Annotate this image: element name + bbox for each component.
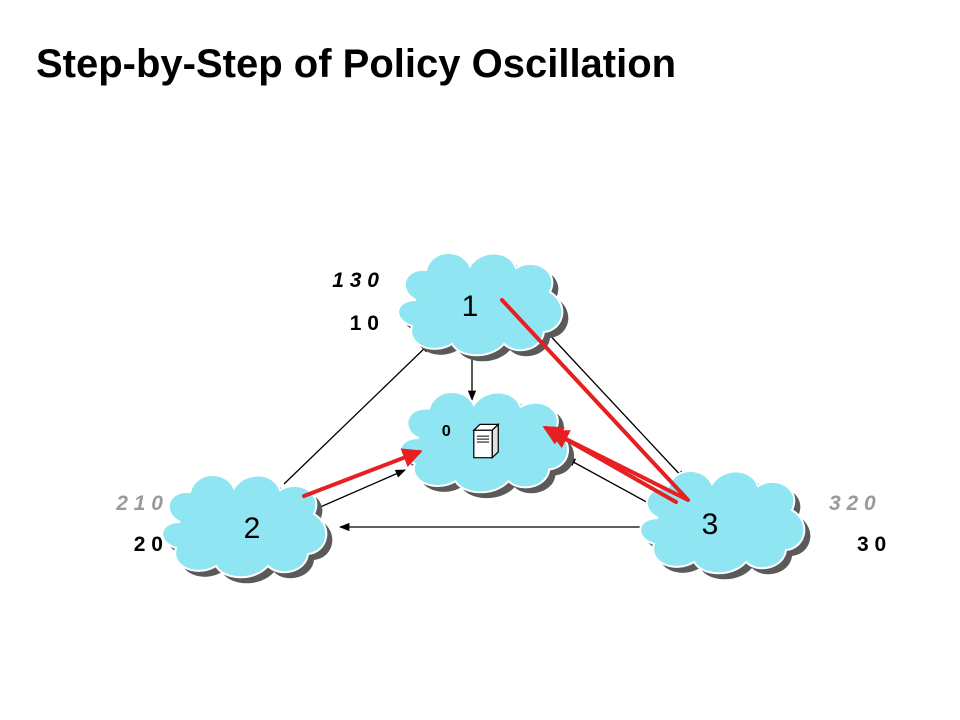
- destination-label: 0: [442, 423, 451, 440]
- cloud-node-3: 3: [639, 469, 811, 580]
- node-2-label: 2: [244, 512, 261, 545]
- server-icon: [472, 422, 500, 460]
- route-2-to-0: [302, 448, 423, 498]
- edge-1-to-3: [544, 329, 686, 481]
- edge-group: [283, 329, 686, 532]
- edge-3-to-0: [565, 457, 653, 506]
- node-1-direct-path: 1 0: [350, 312, 379, 335]
- node-2-direct-path: 2 0: [134, 533, 163, 556]
- cloud-node-2: 2: [161, 473, 333, 584]
- node-1-label: 1: [462, 290, 479, 323]
- slide-title: Step-by-Step of Policy Oscillation: [36, 42, 677, 86]
- route-1-via-3-to-0: [500, 298, 690, 502]
- node-1-preferred-path: 1 3 0: [332, 269, 379, 292]
- cloud-node-1: 1: [397, 251, 569, 362]
- route-group: [302, 298, 690, 504]
- route-3-to-0: [542, 426, 678, 504]
- cloud-destination: 0: [399, 391, 575, 499]
- node-3-label: 3: [702, 508, 719, 541]
- node-3-direct-path: 3 0: [857, 533, 886, 556]
- edge-2-to-0: [317, 469, 406, 509]
- node-3-preferred-path: 3 2 0: [829, 492, 876, 515]
- edge-2-to-1: [283, 342, 431, 485]
- node-2-preferred-path: 2 1 0: [115, 492, 163, 515]
